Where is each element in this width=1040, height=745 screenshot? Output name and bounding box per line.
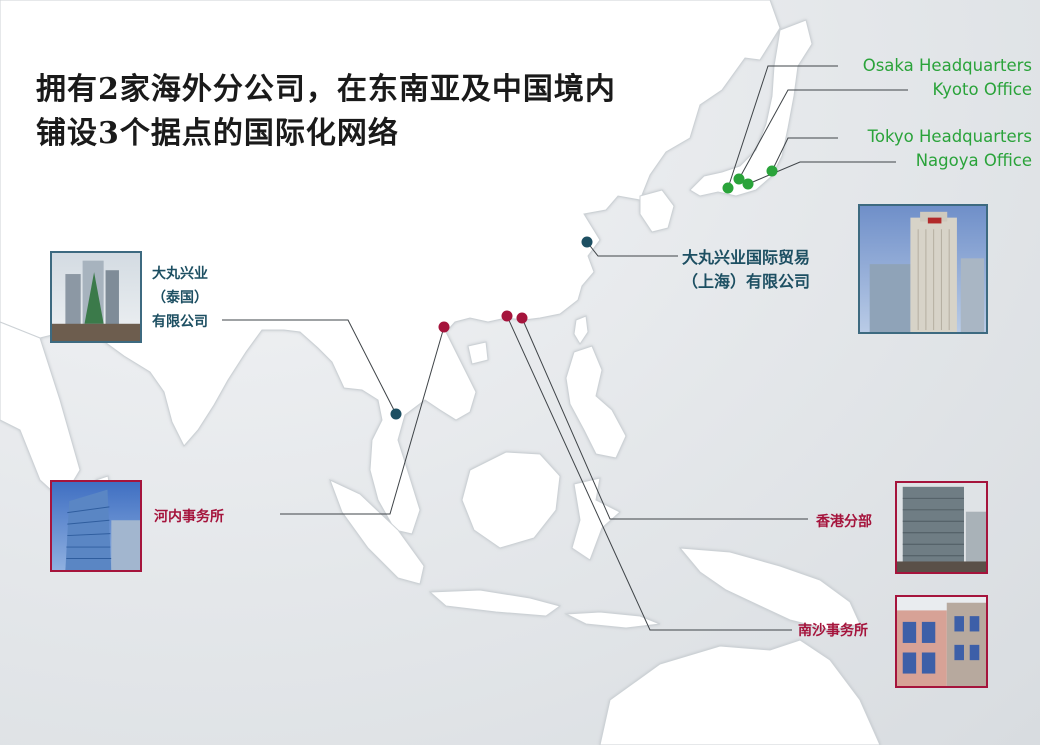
hongkong-building-photo-icon — [895, 481, 988, 574]
shanghai-label-line-2: （上海）有限公司 — [682, 272, 811, 291]
kyoto-location-dot-icon — [733, 173, 745, 185]
nansha-leader-line — [506, 315, 792, 631]
page-headline: 拥有2家海外分公司，在东南亚及中国境内 铺设3个据点的国际化网络 — [36, 68, 616, 156]
australia-mainland — [599, 639, 881, 745]
shanghai-label-line-1: 大丸兴业国际贸易 — [682, 248, 811, 267]
korean-peninsula — [639, 189, 675, 233]
borneo-island — [461, 451, 561, 549]
headline-line-1: 拥有2家海外分公司，在东南亚及中国境内 — [36, 72, 616, 107]
hanoi-building-photo-icon — [50, 480, 142, 572]
lesser-sunda-islands — [564, 611, 661, 629]
shanghai-location-dot-icon — [581, 236, 593, 248]
tokyo-location-dot-icon — [766, 165, 778, 177]
nansha-location-dot-icon — [501, 310, 513, 322]
thailand-location-dot-icon — [390, 408, 402, 420]
headline-line-2: 铺设3个据点的国际化网络 — [36, 116, 399, 151]
shanghai-leader-line — [586, 241, 678, 257]
thailand-subsidiary-label: 大丸兴业 （泰国） 有限公司 — [152, 262, 208, 334]
sumatra-island — [329, 479, 425, 585]
kyoto-leader-line — [738, 89, 908, 180]
hanoi-location-dot-icon — [438, 321, 450, 333]
java-island — [428, 589, 562, 617]
nagoya-location-dot-icon — [742, 178, 754, 190]
hainan-island — [467, 341, 489, 365]
indian-subcontinent — [0, 321, 81, 501]
thailand-building-photo-icon — [50, 251, 142, 343]
hongkong-branch-label: 香港分部 — [816, 514, 872, 530]
osaka-headquarters-label: Osaka Headquarters — [862, 56, 1032, 75]
taiwan-island — [573, 315, 589, 345]
thailand-leader-line — [222, 319, 397, 415]
nagoya-leader-line — [747, 161, 896, 185]
nagoya-office-label: Nagoya Office — [915, 151, 1032, 170]
thailand-label-line-1: 大丸兴业 — [152, 266, 208, 282]
sulawesi-island — [571, 477, 621, 561]
hanoi-leader-line — [280, 326, 445, 515]
tokyo-headquarters-label: Tokyo Headquarters — [867, 127, 1032, 146]
kyoto-office-label: Kyoto Office — [932, 80, 1032, 99]
hanoi-office-label: 河内事务所 — [154, 509, 224, 525]
philippines-islands — [565, 345, 627, 459]
thailand-label-line-2: （泰国） — [152, 290, 208, 306]
nansha-building-photo-icon — [895, 595, 988, 688]
tokyo-leader-line — [771, 137, 838, 172]
thailand-label-line-3: 有限公司 — [152, 314, 208, 330]
new-guinea-island — [678, 547, 861, 631]
osaka-location-dot-icon — [722, 182, 734, 194]
osaka-leader-line — [727, 65, 838, 189]
shanghai-building-photo-icon — [858, 204, 988, 334]
nansha-office-label: 南沙事务所 — [798, 623, 868, 639]
asia-mainland — [0, 0, 781, 535]
hongkong-leader-line — [521, 317, 808, 520]
hongkong-location-dot-icon — [516, 312, 528, 324]
shanghai-subsidiary-label: 大丸兴业国际贸易 （上海）有限公司 — [682, 246, 810, 294]
